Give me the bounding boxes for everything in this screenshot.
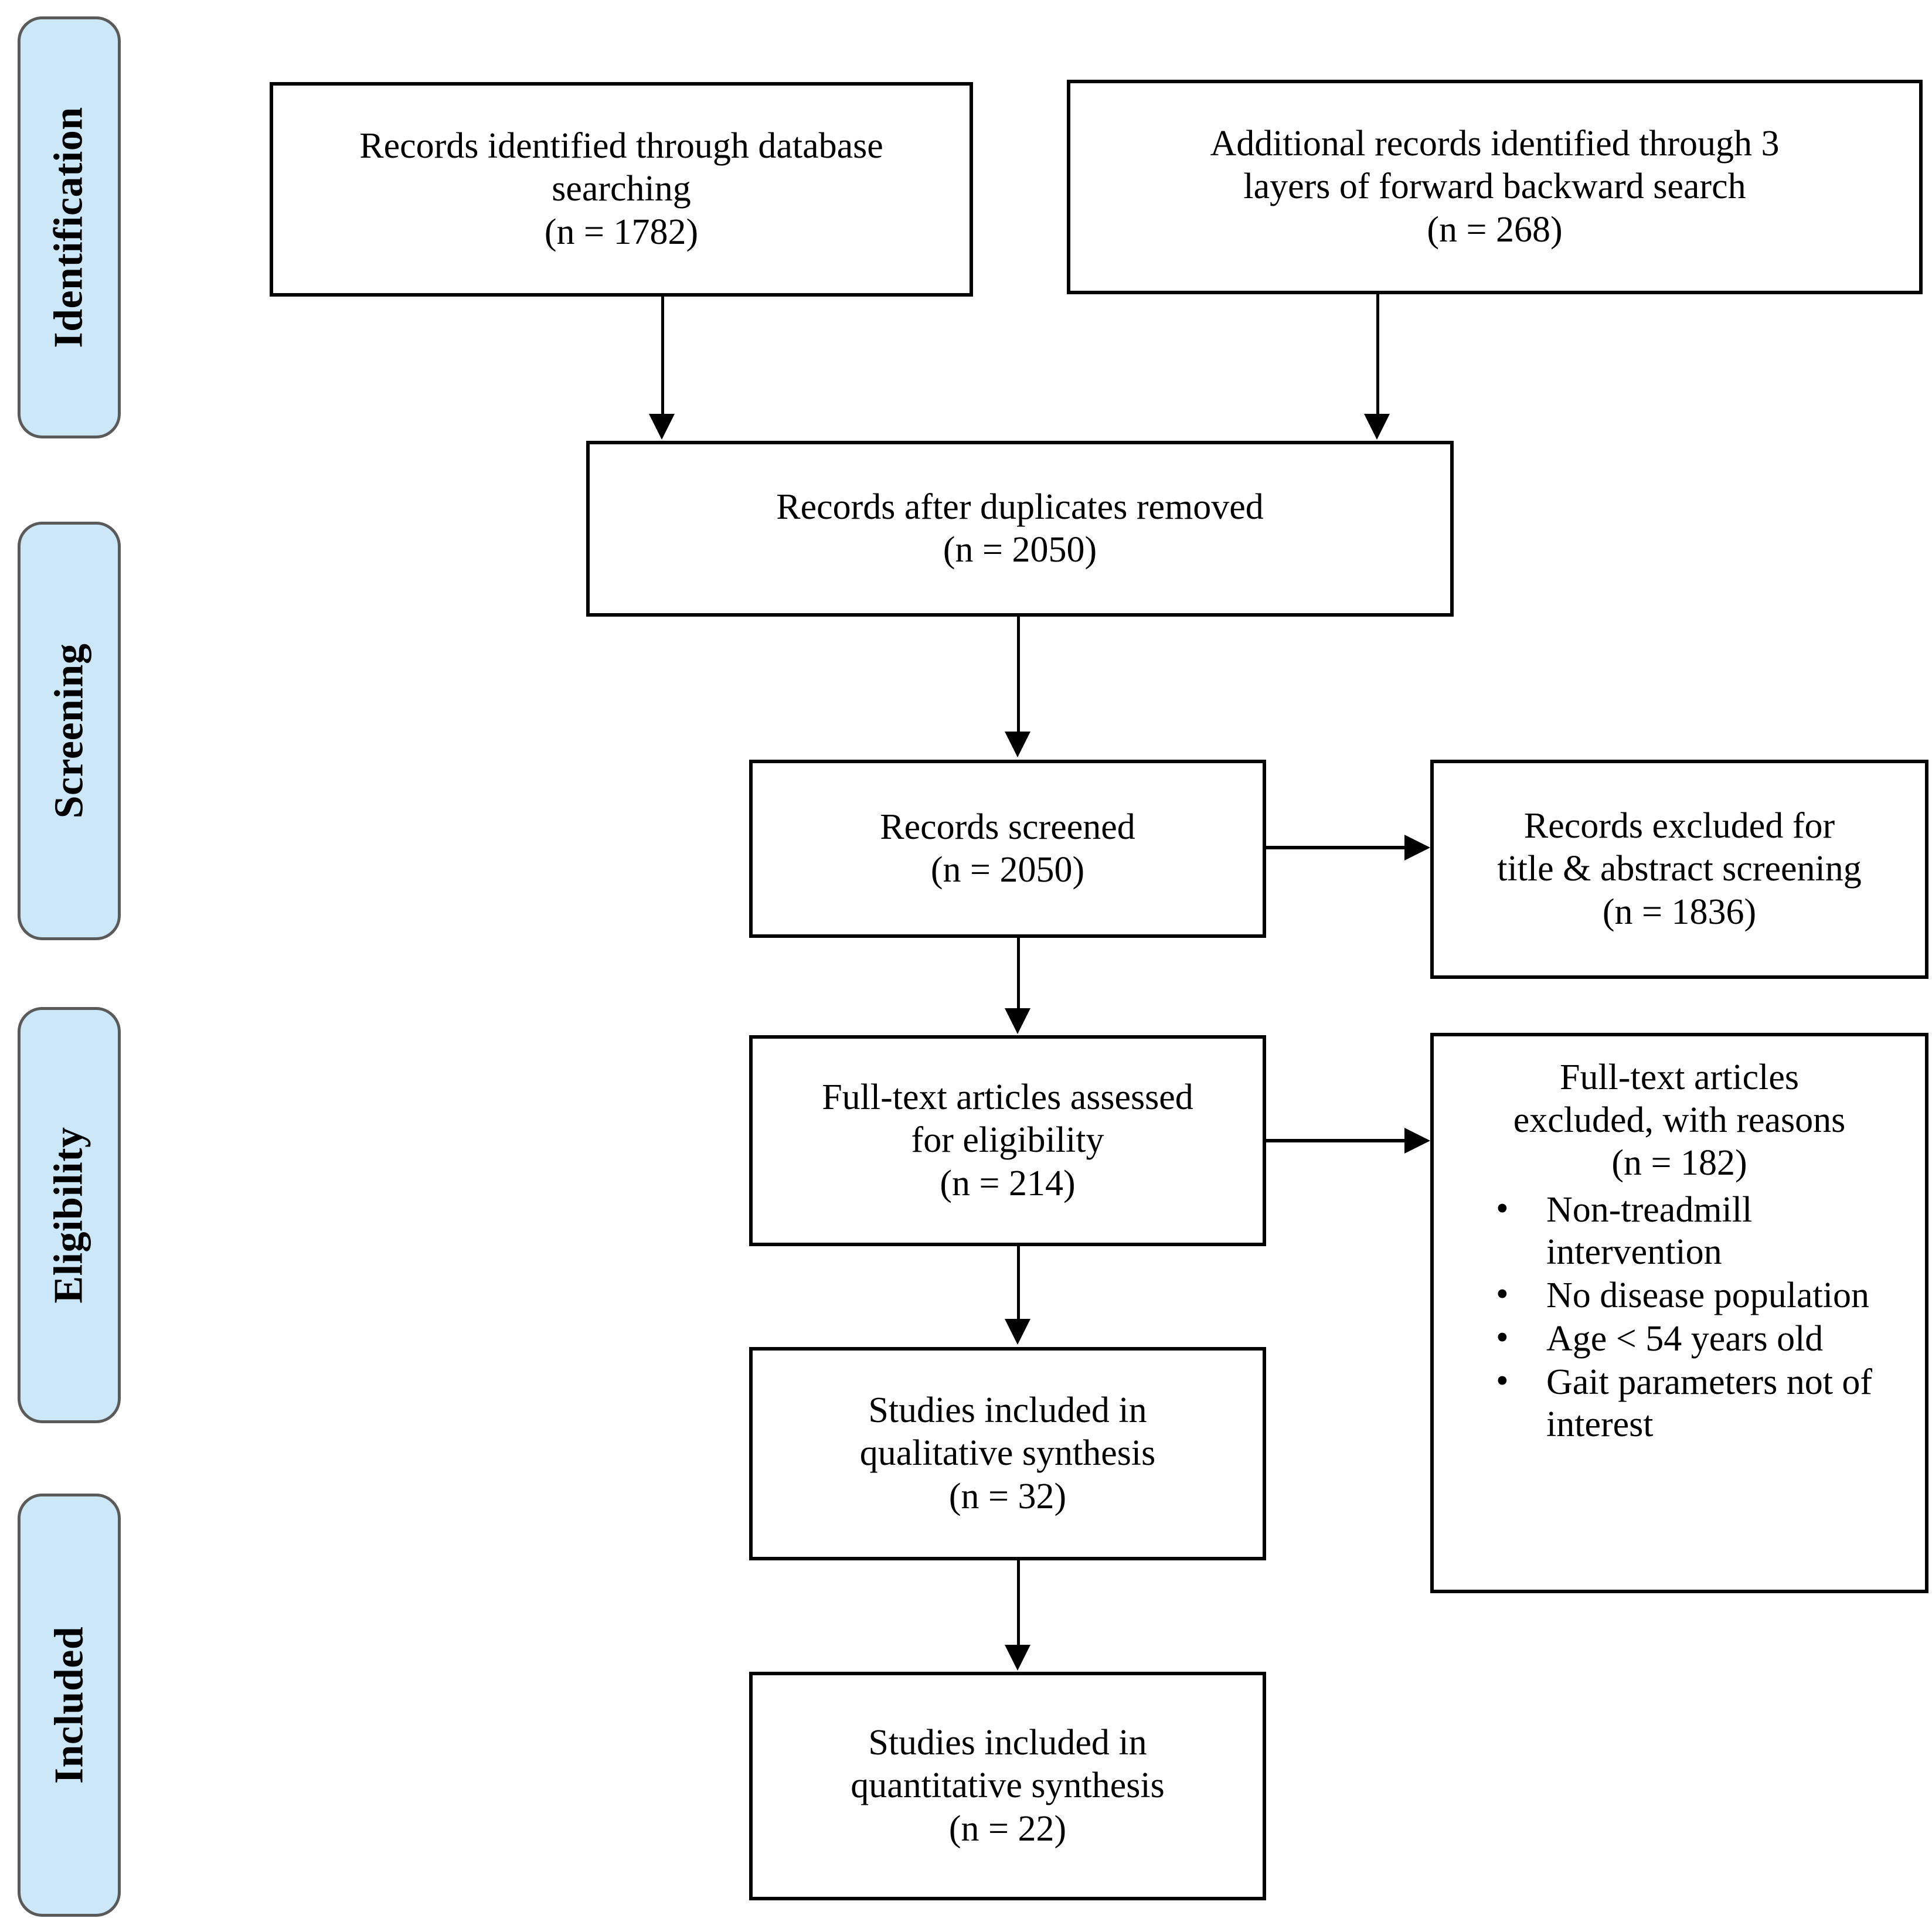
stage-label-included-text: Included [46,1626,91,1784]
connector-fulltext-to-qualitative [1017,1246,1020,1320]
stage-label-screening-text: Screening [46,643,92,819]
box-duplicates-removed-line1: Records after duplicates removed [776,487,1264,527]
box-qualitative-synthesis-line2: qualitative synthesis [859,1433,1156,1474]
box-database-search-line2: searching [552,169,691,209]
stage-label-included: Included [18,1494,121,1917]
box-records-screened-line1: Records screened [880,807,1135,847]
box-database-search-line1: Records identified through database [359,126,883,166]
box-additional-records-line2: layers of forward backward search [1243,166,1746,207]
connector-additional-to-duplicates [1376,294,1379,416]
box-records-excluded: Records excluded for title & abstract sc… [1430,760,1928,979]
arrowhead-screened-to-fulltext [1005,1008,1030,1034]
box-records-screened: Records screened (n = 2050) [749,760,1266,938]
box-quantitative-synthesis-count: (n = 22) [948,1808,1067,1849]
connector-fulltext-to-excluded [1266,1139,1406,1142]
arrowhead-qualitative-to-quantitative [1005,1645,1030,1671]
arrowhead-database-to-duplicates [649,414,675,440]
box-qualitative-synthesis-count: (n = 32) [948,1476,1067,1516]
stage-label-eligibility-text: Eligibility [46,1127,91,1304]
exclusion-reason-item: No disease population [1496,1274,1913,1317]
arrowhead-fulltext-to-qualitative [1005,1319,1030,1345]
box-records-excluded-line1: Records excluded for [1523,806,1835,846]
stage-label-identification-text: Identification [46,107,92,348]
box-fulltext-assessed: Full-text articles assessed for eligibil… [749,1035,1266,1246]
connector-qualitative-to-quantitative [1017,1560,1020,1647]
arrowhead-screened-to-excluded [1404,835,1430,860]
box-quantitative-synthesis-line1: Studies included in [868,1723,1147,1763]
exclusion-reasons-list: Non-treadmill intervention No disease po… [1445,1188,1913,1447]
box-fulltext-assessed-count: (n = 214) [940,1163,1076,1203]
box-additional-records-count: (n = 268) [1427,209,1563,250]
box-database-search: Records identified through database sear… [270,82,973,297]
box-qualitative-synthesis-line1: Studies included in [868,1390,1147,1431]
arrowhead-duplicates-to-screened [1005,732,1030,757]
connector-screened-to-fulltext [1017,938,1020,1009]
box-quantitative-synthesis-line2: quantitative synthesis [851,1766,1165,1806]
stage-label-eligibility: Eligibility [18,1007,121,1423]
box-records-excluded-line2: title & abstract screening [1497,849,1862,889]
box-fulltext-excluded-heading2: excluded, with reasons [1513,1100,1846,1141]
box-fulltext-assessed-line1: Full-text articles assessed [822,1077,1193,1118]
arrowhead-additional-to-duplicates [1364,414,1390,440]
box-additional-records-line1: Additional records identified through 3 [1210,124,1780,164]
box-fulltext-excluded-heading1: Full-text articles [1559,1057,1800,1097]
box-duplicates-removed: Records after duplicates removed (n = 20… [586,441,1454,617]
stage-label-screening: Screening [18,522,121,940]
connector-duplicates-to-screened [1017,617,1020,733]
box-qualitative-synthesis: Studies included in qualitative synthesi… [749,1347,1266,1560]
box-fulltext-excluded-reasons: Full-text articles excluded, with reason… [1430,1033,1928,1593]
exclusion-reason-item: Age < 54 years old [1496,1317,1913,1360]
connector-screened-to-excluded [1266,846,1406,849]
box-database-search-count: (n = 1782) [544,212,699,252]
arrowhead-fulltext-to-excluded [1404,1128,1430,1154]
box-records-excluded-count: (n = 1836) [1602,892,1757,932]
exclusion-reason-item: Non-treadmill intervention [1496,1188,1913,1274]
box-duplicates-removed-count: (n = 2050) [943,530,1097,570]
connector-database-to-duplicates [661,297,664,416]
stage-label-identification: Identification [18,16,121,438]
box-records-screened-count: (n = 2050) [930,850,1085,890]
box-quantitative-synthesis: Studies included in quantitative synthes… [749,1672,1266,1900]
box-additional-records: Additional records identified through 3 … [1067,80,1923,294]
exclusion-reason-item: Gait parameters not of interest [1496,1360,1913,1446]
box-fulltext-assessed-line2: for eligibility [911,1120,1104,1161]
box-fulltext-excluded-count: (n = 182) [1611,1143,1747,1183]
